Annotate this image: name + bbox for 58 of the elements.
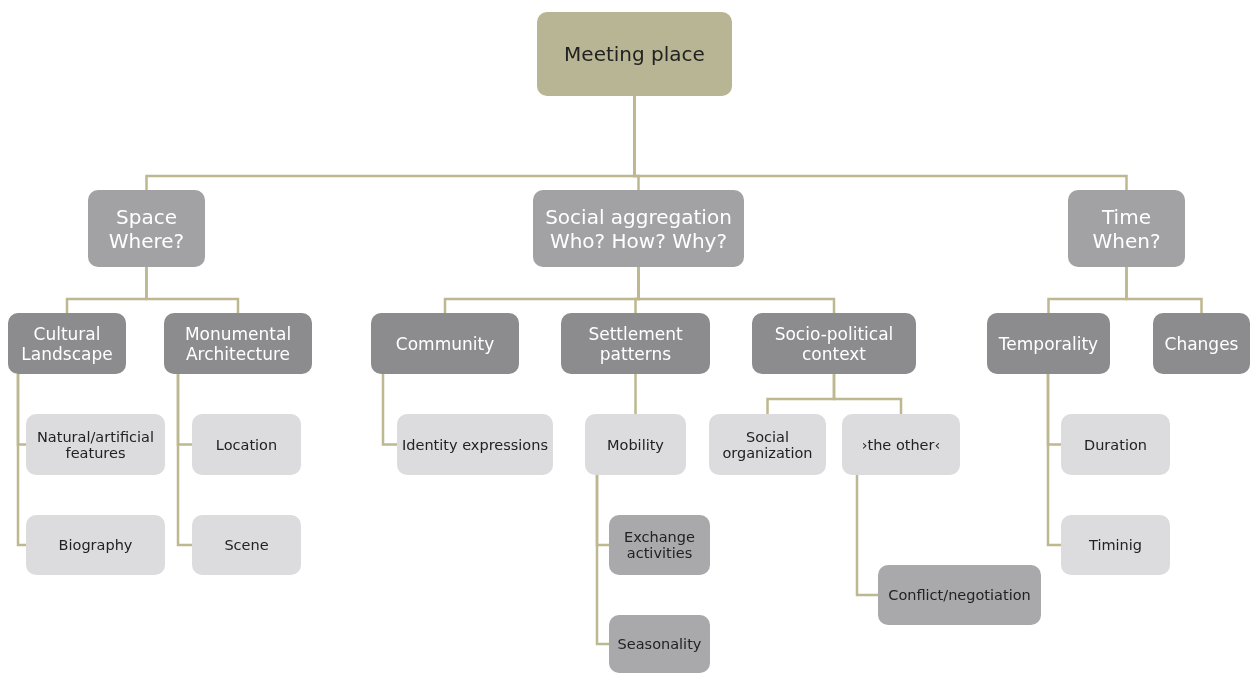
item-box — [192, 515, 301, 575]
connector-line — [1046, 374, 1061, 547]
node-label: Identity expressions — [402, 436, 548, 453]
category-box — [533, 190, 744, 267]
subcategory-box — [164, 313, 312, 374]
connector-line — [381, 374, 397, 446]
item-box — [709, 414, 826, 475]
subcategory-box — [561, 313, 710, 374]
node-label: Community — [395, 333, 495, 354]
node-label: Cultural Landscape — [20, 323, 114, 364]
node-label: Social aggregation Who? How? Why? — [544, 204, 733, 253]
item-box — [397, 414, 553, 475]
item-box — [1061, 515, 1170, 575]
category-box — [1068, 190, 1185, 267]
node-label: Monumental Architecture — [183, 323, 293, 364]
root-box — [537, 12, 732, 96]
node-label: Temporality — [998, 333, 1099, 354]
connector-line — [595, 475, 609, 646]
item-box — [192, 414, 301, 475]
subcategory-box — [371, 313, 519, 374]
node-label: Duration — [1084, 436, 1147, 453]
node-label: Mobility — [607, 436, 664, 453]
connector-line — [634, 374, 637, 414]
item-box — [26, 515, 165, 575]
node-label: Settlement patterns — [587, 323, 684, 364]
node-label: Timinig — [1089, 537, 1142, 553]
node-label: Natural/artificial features — [36, 428, 155, 461]
node-label: Seasonality — [617, 636, 702, 652]
node-label: Scene — [224, 537, 269, 553]
node-label: Exchange activities — [623, 529, 696, 561]
subcategory-box — [987, 313, 1110, 374]
node-label: ›the other‹ — [861, 436, 941, 453]
item-box — [26, 414, 165, 475]
subcategory-box — [752, 313, 916, 374]
item-box — [609, 515, 710, 575]
node-label: Socio-political context — [773, 323, 895, 364]
node-label: Biography — [58, 537, 133, 553]
node-label: Time When? — [1091, 204, 1162, 253]
category-box — [88, 190, 205, 267]
item-box — [609, 615, 710, 673]
subcategory-box — [8, 313, 126, 374]
subcategory-box — [1153, 313, 1250, 374]
item-box — [1061, 414, 1170, 475]
node-label: Location — [215, 436, 278, 453]
item-box — [878, 565, 1041, 625]
connector-line — [145, 267, 240, 313]
node-label: Conflict/negotiation — [888, 587, 1031, 603]
node-label: Changes — [1164, 333, 1239, 354]
connector-line — [176, 374, 192, 547]
item-box — [585, 414, 686, 475]
node-label: Space Where? — [107, 204, 186, 253]
connector-line — [832, 374, 903, 414]
node-label: Social organization — [721, 428, 814, 461]
node-label: Meeting place — [564, 42, 705, 66]
item-box — [842, 414, 960, 475]
connector-line — [16, 374, 26, 547]
connector-line — [855, 475, 878, 597]
connector-line — [1125, 267, 1203, 313]
